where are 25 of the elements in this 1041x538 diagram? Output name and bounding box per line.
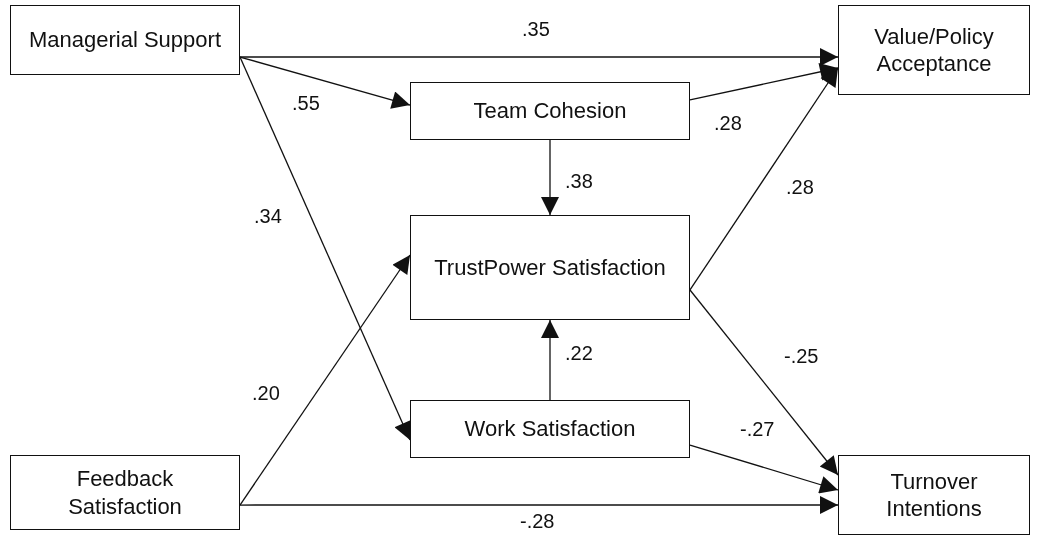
- process-box: [410, 82, 690, 140]
- arrow: [689, 444, 839, 494]
- arrow: [239, 254, 411, 506]
- process-box: [410, 400, 690, 458]
- arrow: [689, 67, 839, 291]
- node-label: TrustPower Satisfaction: [434, 253, 666, 282]
- arrow: [239, 48, 839, 66]
- arrow: [239, 496, 839, 514]
- node-label: Team Cohesion: [473, 97, 627, 125]
- arrow: [689, 63, 839, 101]
- process-box: [410, 215, 690, 320]
- process-box: [10, 455, 240, 530]
- node-label: Turnover Intentions: [885, 467, 983, 523]
- node-label: Feedback Satisfaction: [67, 465, 183, 520]
- node-label: Value/Policy Acceptance: [873, 22, 995, 78]
- node-label: Managerial Support: [29, 26, 221, 54]
- arrow: [541, 319, 559, 401]
- process-box: [838, 455, 1030, 535]
- arrow: [689, 289, 839, 476]
- arrow: [541, 139, 559, 216]
- arrow: [239, 56, 411, 109]
- node-label: Work Satisfaction: [464, 415, 636, 443]
- process-box: [10, 5, 240, 75]
- process-box: [838, 5, 1030, 95]
- arrow: [239, 56, 411, 441]
